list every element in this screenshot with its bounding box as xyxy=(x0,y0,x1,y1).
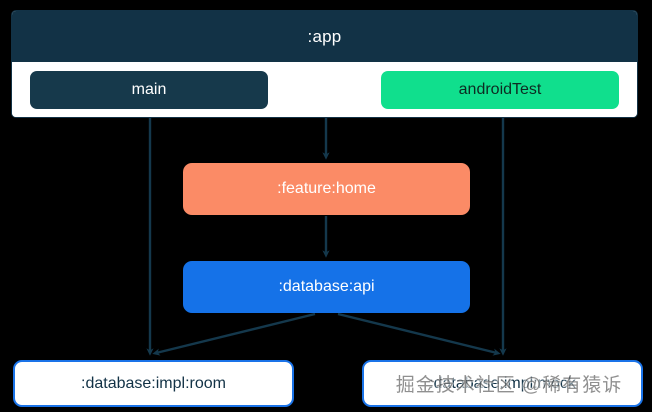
node-database-api[interactable]: :database:api xyxy=(183,261,470,313)
node-feature-home[interactable]: :feature:home xyxy=(183,163,470,215)
source-set-main[interactable]: main xyxy=(30,71,268,109)
module-app-title: :app xyxy=(12,11,637,62)
node-database-impl-mock[interactable]: :database:impl:mock xyxy=(362,360,643,407)
node-database-impl-room[interactable]: :database:impl:room xyxy=(13,360,294,407)
edge-database-api-to-impl-room xyxy=(152,312,316,356)
module-app-container[interactable]: :app main androidTest xyxy=(11,10,638,118)
source-set-androidtest[interactable]: androidTest xyxy=(381,71,619,109)
module-app-sourcesets: main androidTest xyxy=(12,62,637,117)
edge-database-api-to-impl-mock xyxy=(337,312,501,356)
